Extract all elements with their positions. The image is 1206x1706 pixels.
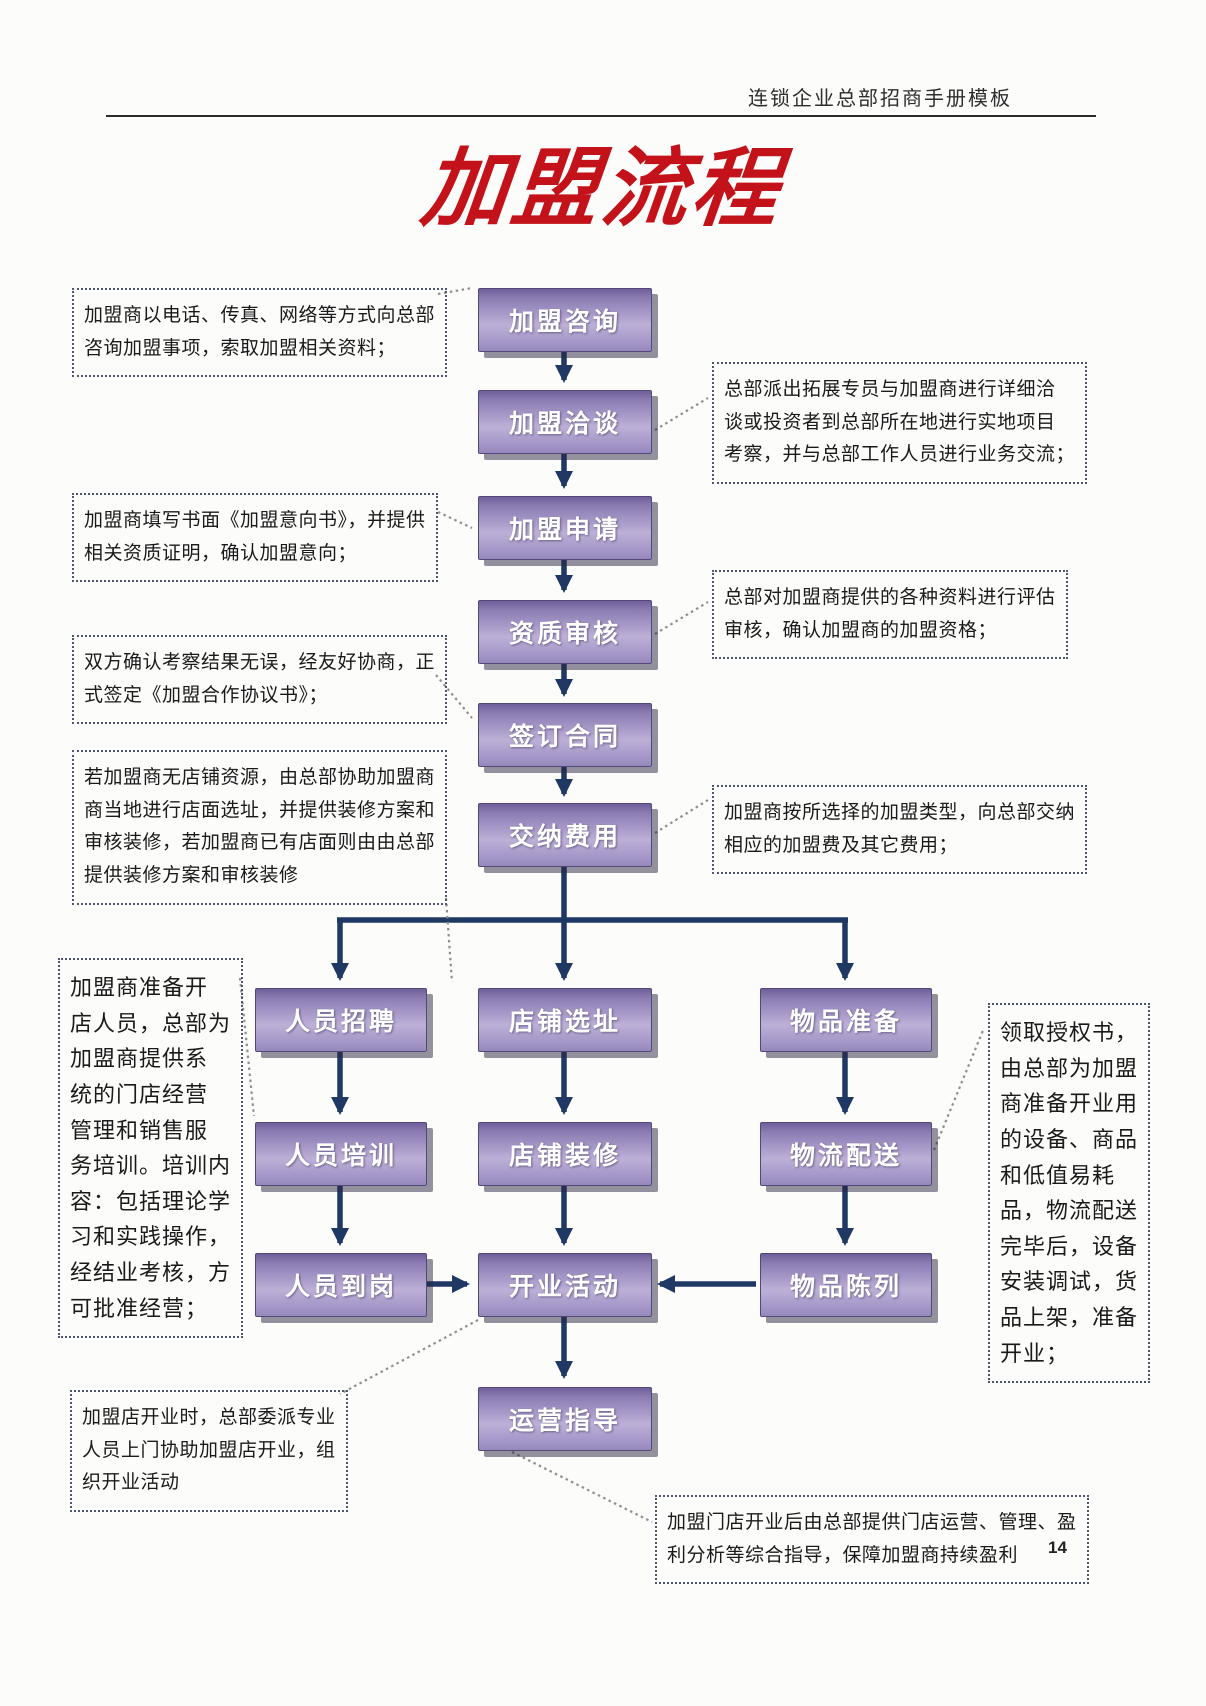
flow-step-label: 店铺装修	[508, 1142, 621, 1170]
annotation-negotiation: 总部派出拓展专员与加盟商进行详细洽 谈或投资者到总部所在地进行实地项目 考察，并…	[712, 362, 1088, 485]
flow-step-staff-recruitment: 人员招聘	[255, 988, 427, 1052]
flow-step-label: 物品陈列	[789, 1273, 902, 1301]
flow-step-label: 店铺选址	[508, 1008, 621, 1036]
flow-step-goods-preparation: 物品准备	[760, 988, 932, 1052]
flow-step-operation-guidance: 运营指导	[478, 1387, 652, 1451]
annotation-application: 加盟商填写书面《加盟意向书》，并提供 相关资质证明，确认加盟意向；	[72, 493, 438, 583]
flow-step-label: 开业活动	[508, 1273, 621, 1301]
flow-step-store-site-selection: 店铺选址	[478, 988, 652, 1052]
flow-step-opening-event: 开业活动	[478, 1253, 652, 1317]
flow-step-staff-onboarding: 人员到岗	[255, 1253, 427, 1317]
page-number: 14	[1048, 1538, 1067, 1557]
flow-step-label: 物流配送	[789, 1142, 902, 1170]
flow-step-label: 人员招聘	[284, 1008, 397, 1036]
flow-step-label: 资质审核	[508, 620, 621, 648]
annotation-training: 加盟商准备开 店人员，总部为 加盟商提供系 统的门店经营 管理和销售服 务培训。…	[58, 958, 244, 1339]
flow-step-franchise-negotiation: 加盟洽谈	[478, 390, 652, 454]
document-header: 连锁企业总部招商手册模板	[748, 88, 1012, 110]
flow-step-qualification-review: 资质审核	[478, 600, 652, 664]
annotation-contract: 双方确认考察结果无误，经友好协商，正 式签定《加盟合作协议书》；	[72, 635, 448, 725]
flow-step-goods-display: 物品陈列	[760, 1253, 932, 1317]
flow-step-label: 加盟咨询	[508, 308, 621, 336]
annotation-inquiry: 加盟商以电话、传真、网络等方式向总部 咨询加盟事项，索取加盟相关资料；	[72, 288, 448, 378]
flow-step-label: 人员培训	[284, 1142, 397, 1170]
page-title: 加盟流程	[417, 141, 788, 237]
flow-step-pay-fees: 交纳费用	[478, 803, 652, 867]
flow-step-label: 签订合同	[508, 723, 621, 751]
annotation-logistics: 领取授权书， 由总部为加盟 商准备开业用 的设备、商品 和低值易耗 品，物流配送…	[988, 1003, 1151, 1384]
flow-step-franchise-application: 加盟申请	[478, 496, 652, 560]
flow-step-logistics-delivery: 物流配送	[760, 1122, 932, 1186]
annotation-opening: 加盟店开业时，总部委派专业 人员上门协助加盟店开业，组 织开业活动	[70, 1390, 348, 1513]
flow-step-staff-training: 人员培训	[255, 1122, 427, 1186]
annotation-site: 若加盟商无店铺资源，由总部协助加盟商 商当地进行店面选址，并提供装修方案和 审核…	[72, 750, 448, 905]
flow-step-label: 运营指导	[508, 1407, 621, 1435]
flow-step-store-decoration: 店铺装修	[478, 1122, 652, 1186]
flow-step-label: 加盟申请	[508, 516, 621, 544]
flow-step-label: 人员到岗	[284, 1273, 397, 1301]
annotation-guidance: 加盟门店开业后由总部提供门店运营、管理、盈 利分析等综合指导，保障加盟商持续盈利	[655, 1495, 1089, 1585]
annotation-fees: 加盟商按所选择的加盟类型，向总部交纳 相应的加盟费及其它费用；	[712, 785, 1088, 875]
flow-step-label: 物品准备	[789, 1008, 902, 1036]
flow-step-label: 加盟洽谈	[508, 410, 621, 438]
flow-step-franchise-inquiry: 加盟咨询	[478, 288, 652, 352]
flow-step-label: 交纳费用	[508, 823, 621, 851]
header-rule	[106, 115, 1096, 117]
annotation-review: 总部对加盟商提供的各种资料进行评估 审核，确认加盟商的加盟资格；	[712, 570, 1068, 660]
flow-step-sign-contract: 签订合同	[478, 703, 652, 767]
